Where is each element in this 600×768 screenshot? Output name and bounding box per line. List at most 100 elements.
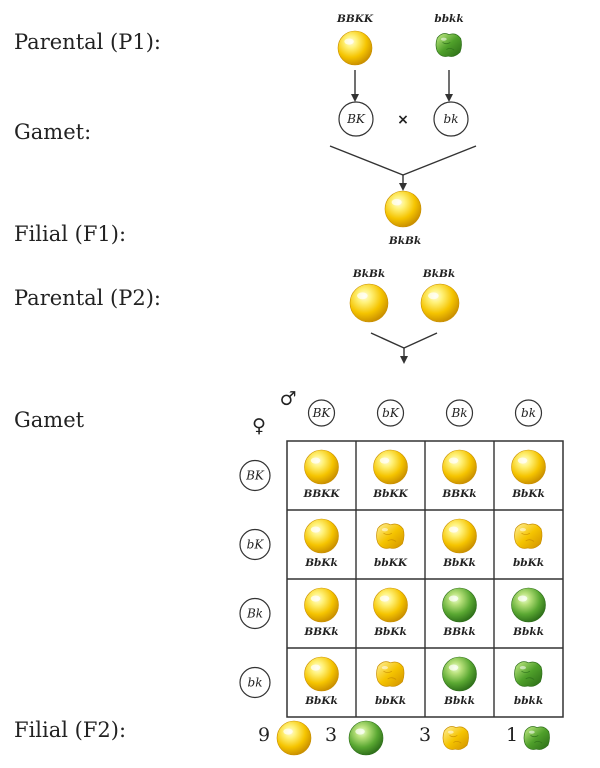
punnett-cell-2-3-genotype: Bbkk [512, 626, 544, 638]
punnett-cell-2-2-pea-body [442, 587, 477, 623]
punnett-cell-1-3-pea-wrinkles [521, 532, 535, 542]
male-symbol: ♂ [279, 388, 296, 410]
gamete1-left-circle [338, 101, 374, 137]
f1-pea-body [384, 190, 422, 228]
punnett-cell-0-3-genotype: BbKk [511, 488, 545, 500]
f1-genotype: BkBk [388, 235, 421, 247]
punnett-cell-2-2-pea-shine [448, 595, 459, 602]
punnett-cell-0-2-pea-shine [448, 457, 459, 464]
f2-ratio-pea-3-shine [528, 730, 535, 734]
f2-ratio-pea-3 [523, 726, 550, 750]
punnett-cell-2-1-pea-body [373, 587, 408, 623]
f2-ratio-pea-1 [348, 720, 384, 756]
punnett-cell-2-0-pea-shine [310, 595, 321, 602]
converge-line-left-2 [370, 332, 405, 349]
punnett-cell-1-0-pea [304, 518, 339, 554]
punnett-cell-0-1-pea-body [373, 449, 408, 485]
converge-line-right-1 [402, 145, 477, 176]
f2-ratio-pea-2-shine [447, 730, 454, 734]
converge-line-right-2 [403, 332, 438, 349]
punnett-cell-0-2-pea [442, 449, 477, 485]
gamete1-cross-symbol: × [397, 112, 409, 128]
f2-ratio-pea-0-body [276, 720, 312, 756]
punnett-cell-3-3-pea-shine [519, 666, 526, 670]
label-parental-p2: Parental (P2): [14, 286, 161, 310]
punnett-cell-0-0-pea [304, 449, 339, 485]
label-gamet-1: Gamet: [14, 120, 92, 144]
p1-pea-right-body [435, 33, 462, 57]
punnett-cell-3-3-pea-body [514, 661, 543, 687]
female-gamete-1-label: bK [247, 538, 265, 552]
male-gamete-1-circle [376, 399, 405, 427]
female-gamete-0-label: BK [245, 469, 265, 483]
punnett-cell-1-2-pea [442, 518, 477, 554]
punnett-cell-0-3-pea-body [511, 449, 546, 485]
punnett-cell-3-1-pea [376, 661, 405, 687]
punnett-cell-3-1-pea-body [376, 661, 405, 687]
punnett-cell-1-3-pea-shine [519, 528, 526, 532]
p1-pea-right-shine [440, 37, 447, 41]
punnett-cell-0-0-genotype: BBKK [302, 488, 340, 500]
punnett-cell-2-2-genotype: BBkk [442, 626, 475, 638]
f1-pea [384, 190, 422, 228]
p2-genotype-right: BkBk [422, 268, 455, 280]
punnett-cell-1-2-pea-shine [448, 526, 459, 533]
male-gamete-3-label: bk [521, 406, 536, 420]
f2-ratio-pea-1-shine [355, 728, 365, 735]
punnett-cell-3-2-genotype: Bbkk [443, 695, 475, 707]
male-gamete-0-label: BK [312, 406, 332, 420]
punnett-cell-2-0-pea [304, 587, 339, 623]
f2-ratio-count-2: 3 [419, 724, 431, 746]
punnett-cell-3-0-pea [304, 656, 339, 692]
punnett-cell-1-0-pea-body [304, 518, 339, 554]
f2-ratio-count-3: 1 [506, 724, 518, 746]
punnett-cell-3-1-pea-shine [381, 666, 388, 670]
p2-pea-left-shine [357, 292, 368, 300]
punnett-cell-3-2-pea-shine [448, 664, 459, 671]
punnett-cell-2-3-pea-body [511, 587, 546, 623]
p1-pea-left [337, 30, 373, 66]
punnett-cell-2-0-genotype: BBKk [303, 626, 338, 638]
punnett-cell-3-0-pea-body [304, 656, 339, 692]
punnett-cell-3-3-genotype: bbkk [514, 695, 543, 707]
punnett-cell-3-3-pea [514, 661, 543, 687]
p1-pea-right [435, 33, 462, 57]
punnett-cell-2-2-pea [442, 587, 477, 623]
label-parental-p1: Parental (P1): [14, 30, 161, 54]
punnett-cell-0-3-pea-shine [517, 457, 528, 464]
punnett-cell-1-3-pea [514, 523, 543, 549]
punnett-cell-1-2-pea-body [442, 518, 477, 554]
converge-line-left-1 [329, 145, 404, 176]
punnett-cell-2-1-pea [373, 587, 408, 623]
punnett-cell-3-2-pea [442, 656, 477, 692]
f1-pea-shine [391, 198, 402, 206]
gamete1-right-circle [433, 101, 469, 137]
female-gamete-1-circle [239, 528, 271, 561]
p2-pea-right-shine [428, 292, 439, 300]
label-filial-f1: Filial (F1): [14, 222, 127, 246]
p2-pea-left-body [349, 283, 389, 323]
punnett-cell-1-0-pea-shine [310, 526, 321, 533]
f2-ratio-pea-3-wrinkles [530, 735, 543, 744]
punnett-cell-0-2-genotype: BBKk [441, 488, 476, 500]
label-filial-f2: Filial (F2): [14, 718, 127, 742]
punnett-cell-1-1-pea-shine [381, 528, 388, 532]
punnett-cell-0-2-pea-body [442, 449, 477, 485]
punnett-cell-3-3-pea-wrinkles [521, 670, 535, 680]
f2-ratio-pea-3-body [523, 726, 550, 750]
punnett-cell-1-1-pea [376, 523, 405, 549]
p2-pea-right-body [420, 283, 460, 323]
f2-ratio-pea-2-body [442, 726, 469, 750]
punnett-cell-1-1-genotype: bbKK [374, 557, 408, 569]
punnett-cell-2-3-pea-shine [517, 595, 528, 602]
female-gamete-3-circle [239, 666, 271, 699]
punnett-cell-0-1-genotype: BbKK [372, 488, 408, 500]
punnett-cell-1-1-pea-wrinkles [383, 532, 397, 542]
gamete1-left-label: BK [346, 112, 366, 126]
punnett-cell-0-1-pea [373, 449, 408, 485]
female-symbol: ♀ [252, 415, 266, 437]
f2-ratio-pea-0 [276, 720, 312, 756]
punnett-cell-3-2-pea-body [442, 656, 477, 692]
p1-pea-right-wrinkles [442, 42, 455, 51]
